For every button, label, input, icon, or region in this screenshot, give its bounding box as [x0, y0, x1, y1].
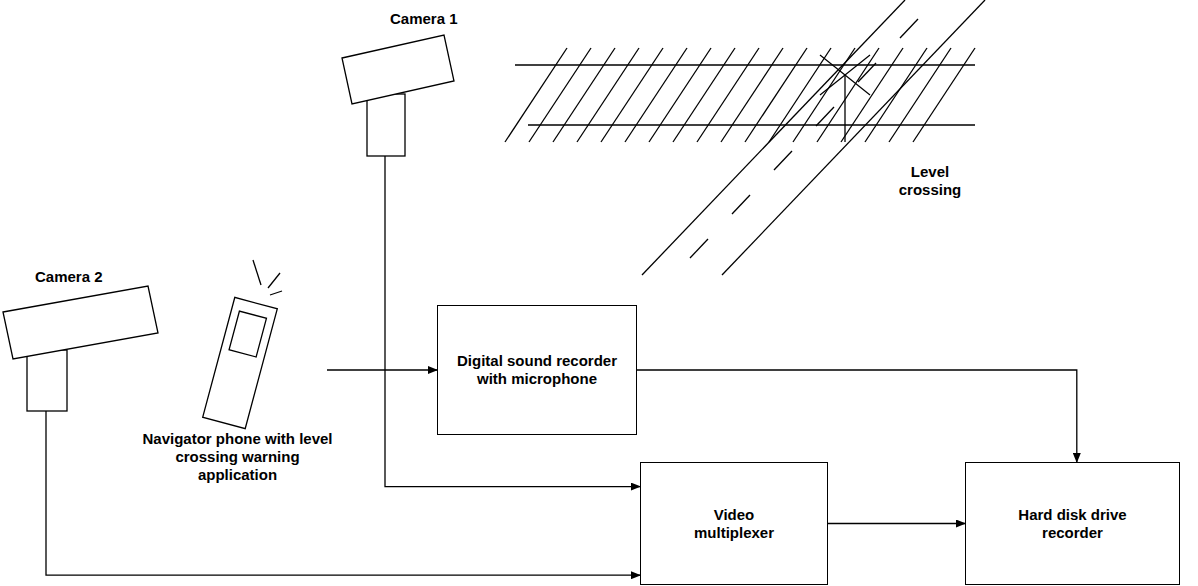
rail [528, 124, 975, 125]
sleeper [529, 48, 591, 142]
sleeper [649, 48, 711, 142]
road-centre-dash [816, 107, 834, 126]
illustration-label: Level crossing [880, 163, 980, 199]
sleeper [745, 48, 807, 142]
sleeper [721, 48, 783, 142]
sleeper [601, 48, 663, 142]
sleeper [697, 48, 759, 142]
camera-icon [340, 6, 465, 156]
signal-connector [46, 411, 640, 575]
sleeper [769, 48, 831, 142]
road-centre-dash [690, 239, 708, 258]
sleeper [673, 48, 735, 142]
rail [515, 64, 975, 65]
sleeper [913, 48, 975, 142]
sleeper [793, 48, 855, 142]
road-centre-dash [900, 19, 918, 38]
road-edge [642, 0, 905, 275]
sleeper [625, 48, 687, 142]
signal-connector [327, 369, 437, 370]
box-label: Video multiplexer [684, 506, 784, 542]
signal-connector [385, 156, 640, 487]
sleeper [865, 48, 927, 142]
sleeper [505, 48, 567, 142]
box-label: Hard disk drive recorder [1005, 506, 1140, 542]
camera-label: Camera 1 [390, 10, 458, 28]
camera-device: Camera 1 [340, 6, 465, 156]
process-box: Digital sound recorder with microphone [437, 305, 637, 435]
sleeper [577, 48, 639, 142]
road-edge [722, 0, 985, 275]
signal-connector [637, 370, 1077, 462]
road-centre-dash [774, 151, 792, 170]
sleeper [889, 48, 951, 142]
camera-label: Camera 2 [35, 268, 103, 286]
sleeper [553, 48, 615, 142]
signal-connector [828, 523, 965, 524]
crossbuck-post [844, 75, 845, 142]
camera-device: Camera 2 [0, 266, 165, 411]
camera-icon [0, 266, 165, 411]
phone-label: Navigator phone with level crossing warn… [135, 430, 340, 484]
road-centre-dash [858, 63, 876, 82]
box-label: Digital sound recorder with microphone [447, 352, 627, 388]
phone-device: Navigator phone with level crossing warn… [140, 255, 335, 487]
road-centre-dash [732, 195, 750, 214]
sleeper [841, 48, 903, 142]
sleeper [817, 48, 879, 142]
process-box: Video multiplexer [640, 462, 828, 585]
process-box: Hard disk drive recorder [965, 462, 1180, 585]
